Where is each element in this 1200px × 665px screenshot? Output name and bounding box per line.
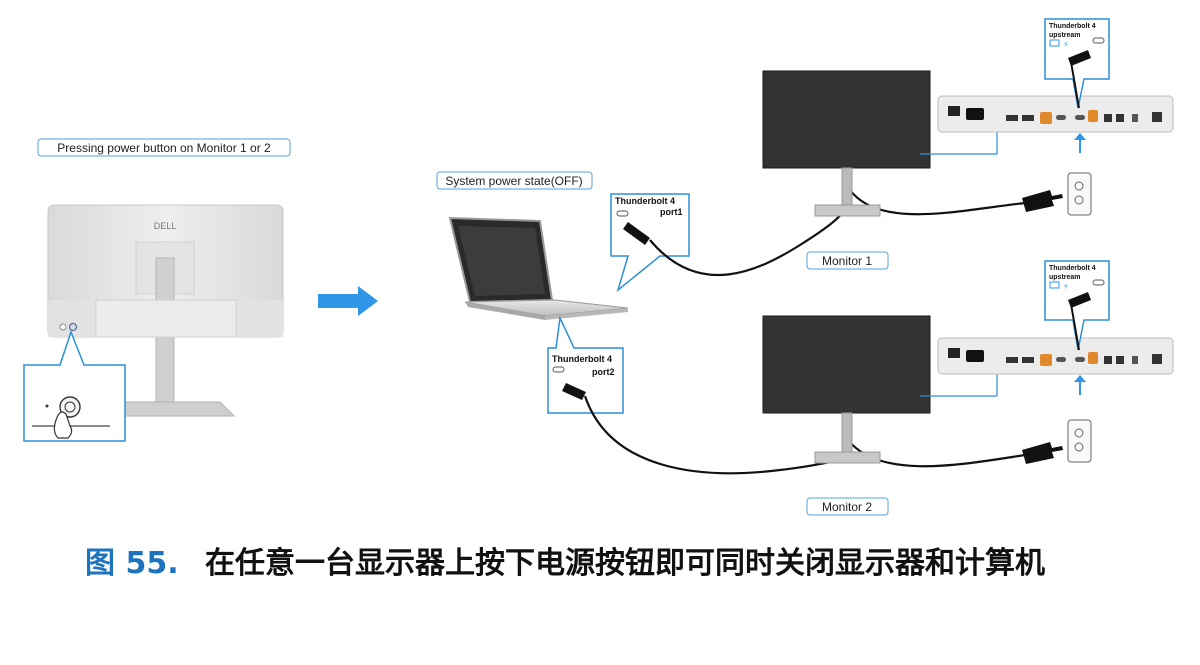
- monitor-1: [762, 70, 998, 217]
- power-button-icon[interactable]: [69, 323, 77, 331]
- svg-text:upstream: upstream: [1049, 32, 1081, 39]
- monitor-2-label: Monitor 2: [806, 497, 889, 516]
- monitor-1-screen: [762, 70, 931, 169]
- system-power-label: System power state(OFF): [436, 171, 593, 190]
- diagram-canvas: DELL Pressing power button on Monitor 1 …: [23, 18, 1174, 516]
- usb-c-port-icon: [1092, 37, 1105, 44]
- power-outlet-1: [1022, 172, 1092, 216]
- svg-text:Pressing power button on Monit: Pressing power button on Monitor 1 or 2: [57, 141, 271, 155]
- power-plug-icon: [1022, 190, 1063, 212]
- lightning-icon: ⚡: [1063, 40, 1069, 49]
- svg-text:Monitor 1: Monitor 1: [822, 254, 872, 268]
- laptop-small-icon: [1049, 281, 1060, 289]
- monitor-rear-view: DELL: [47, 204, 284, 417]
- svg-text:Thunderbolt 4: Thunderbolt 4: [1049, 265, 1096, 272]
- flow-arrow-icon: [318, 286, 378, 316]
- svg-text:Thunderbolt 4: Thunderbolt 4: [1049, 23, 1096, 30]
- svg-text:upstream: upstream: [1049, 274, 1081, 281]
- svg-text:port1: port1: [660, 207, 683, 217]
- svg-text:port2: port2: [592, 367, 615, 377]
- tb-upstream-callout-2: Thunderbolt 4 upstream ⚡: [1044, 260, 1110, 351]
- usb-c-plug-icon: [562, 383, 586, 400]
- figure-number: 图 55.: [85, 546, 179, 581]
- upstream-arrow-icon: [1074, 375, 1086, 395]
- svg-text:Monitor 2: Monitor 2: [822, 500, 872, 514]
- figure-title: 在任意一台显示器上按下电源按钮即可同时关闭显示器和计算机: [205, 546, 1045, 581]
- power-outlet-2: [1022, 419, 1092, 464]
- monitor-2-screen: [762, 315, 931, 414]
- laptop-icon: [448, 216, 629, 320]
- monitor-2-port-panel: [937, 337, 1174, 375]
- tb-upstream-callout-1: Thunderbolt 4 upstream ⚡: [1044, 18, 1110, 109]
- figure-caption: 图 55. 在任意一台显示器上按下电源按钮即可同时关闭显示器和计算机: [0, 530, 1200, 586]
- monitor-1-label: Monitor 1: [806, 251, 889, 270]
- svg-text:System power state(OFF): System power state(OFF): [445, 174, 582, 188]
- monitor-2: [762, 315, 998, 464]
- indicator-light-icon: [59, 323, 67, 331]
- monitor-1-port-panel: [937, 95, 1174, 133]
- power-plug-icon: [1022, 442, 1063, 464]
- tb-port2-callout: Thunderbolt 4 port2: [547, 315, 624, 414]
- usb-c-port-icon: [1092, 279, 1105, 286]
- laptop-small-icon: [1049, 39, 1060, 47]
- lightning-icon: ⚡: [1063, 282, 1069, 291]
- finger-press-icon: [53, 411, 73, 439]
- tb-port1-callout: Thunderbolt 4 port1: [610, 193, 690, 293]
- usb-c-port-icon: [552, 366, 565, 373]
- usb-c-plug-icon: [1068, 292, 1091, 308]
- svg-text:Thunderbolt 4: Thunderbolt 4: [552, 354, 612, 364]
- dell-logo: DELL: [154, 221, 177, 231]
- press-power-label: Pressing power button on Monitor 1 or 2: [37, 138, 291, 157]
- usb-c-port-icon: [616, 210, 629, 217]
- power-button-callout: [23, 329, 126, 442]
- upstream-arrow-icon: [1074, 133, 1086, 153]
- svg-text:Thunderbolt 4: Thunderbolt 4: [615, 196, 675, 206]
- usb-c-plug-icon: [623, 222, 650, 245]
- usb-c-plug-icon: [1068, 50, 1091, 66]
